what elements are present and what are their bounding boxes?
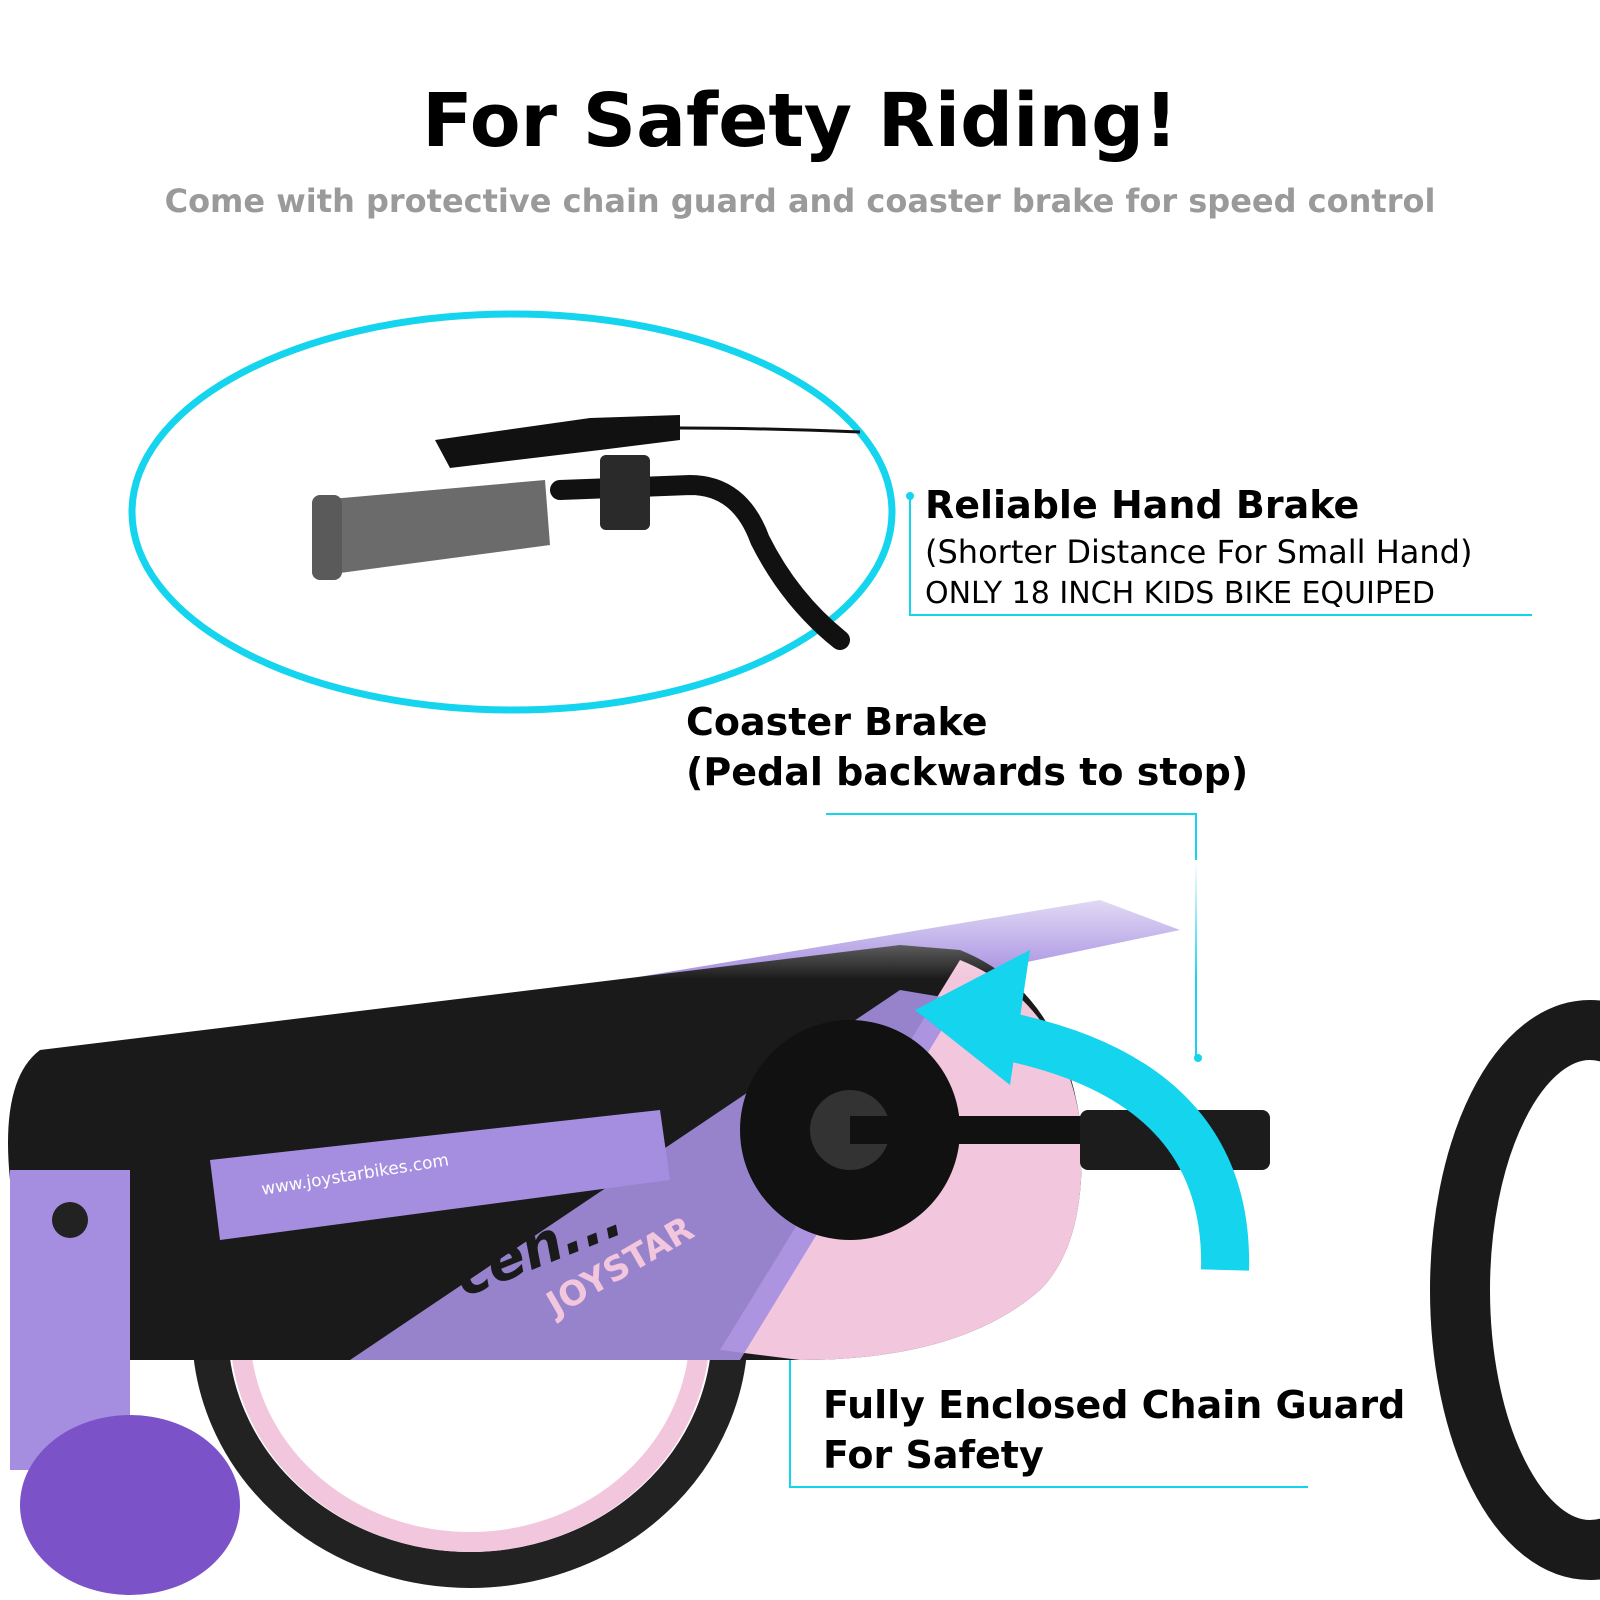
bike-image bbox=[0, 860, 1600, 1595]
page-subtitle: Come with protective chain guard and coa… bbox=[164, 182, 1436, 220]
hand-brake-image bbox=[312, 415, 861, 650]
coaster-brake-title: Coaster Brake bbox=[686, 700, 988, 744]
chain-guard-note: For Safety bbox=[823, 1433, 1044, 1477]
hand-brake-title: Reliable Hand Brake bbox=[925, 483, 1360, 527]
chain-guard-title: Fully Enclosed Chain Guard bbox=[823, 1383, 1406, 1427]
coaster-brake-note: (Pedal backwards to stop) bbox=[686, 750, 1249, 794]
curved-arrow-icon bbox=[915, 950, 1250, 1271]
page-title: For Safety Riding! bbox=[422, 78, 1178, 164]
hand-brake-highlight-ellipse bbox=[128, 310, 896, 714]
hand-brake-note: (Shorter Distance For Small Hand) bbox=[925, 533, 1473, 571]
hand-brake-equipped-note: ONLY 18 INCH KIDS BIKE EQUIPED bbox=[925, 576, 1435, 611]
